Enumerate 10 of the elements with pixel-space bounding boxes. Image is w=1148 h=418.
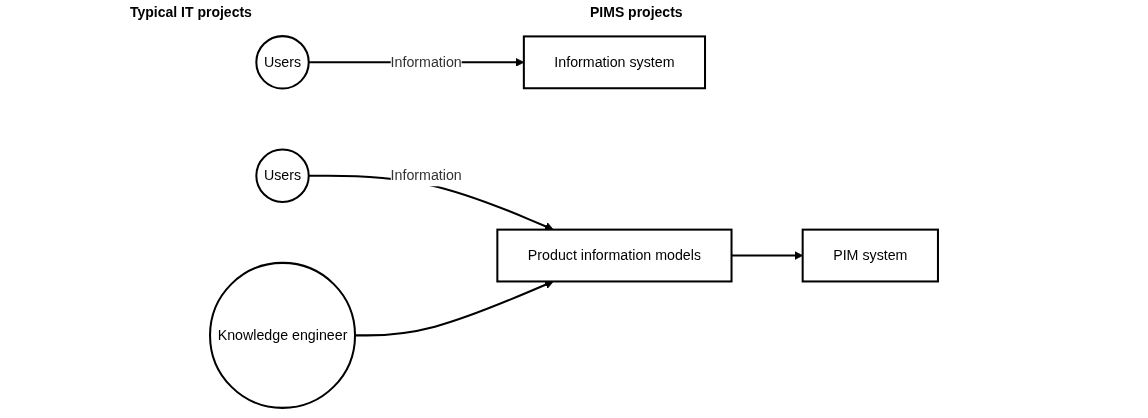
- node-box: Product information models: [496, 228, 733, 283]
- node-box: Information system: [522, 35, 707, 90]
- node-circle: Users: [255, 35, 310, 90]
- heading: PIMS projects: [590, 4, 683, 20]
- edge-label: Information: [390, 167, 462, 184]
- node-box: PIM system: [801, 228, 939, 283]
- node-circle: Knowledge engineer: [209, 261, 357, 409]
- heading: Typical IT projects: [130, 4, 252, 20]
- edge-label: Information: [390, 53, 462, 70]
- node-circle: Users: [255, 148, 310, 203]
